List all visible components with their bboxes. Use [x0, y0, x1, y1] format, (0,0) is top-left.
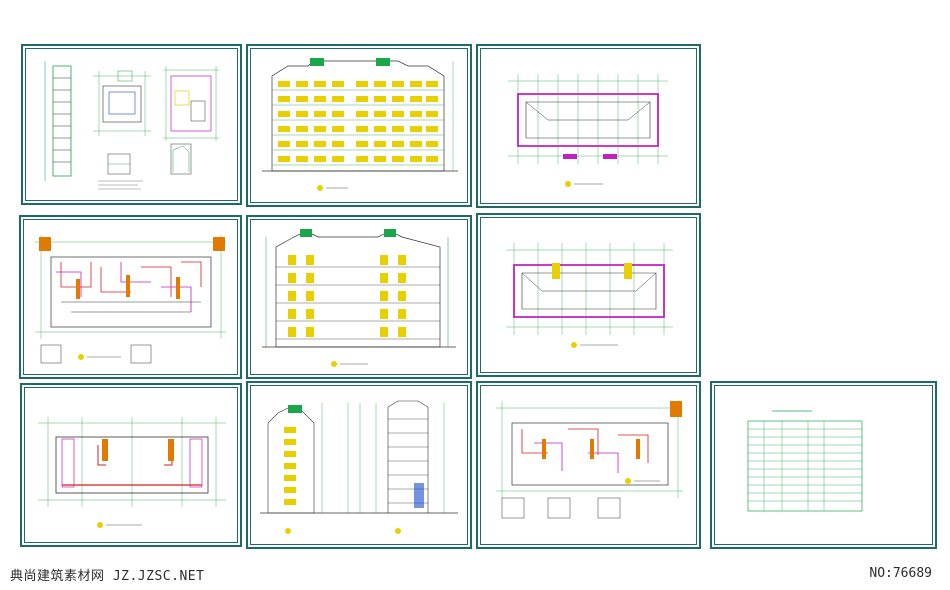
sheet-floor-plan-b[interactable]	[476, 381, 701, 549]
index-table-drawing	[747, 410, 863, 512]
roof-plan-b-drawing	[506, 243, 673, 348]
rear-elevation-drawing	[262, 229, 456, 367]
floor-plan-b-drawing	[496, 401, 683, 519]
sheet-details[interactable]	[21, 44, 242, 205]
sheet-floor-plan-a[interactable]	[19, 215, 242, 379]
sheet-side-section[interactable]	[246, 381, 472, 549]
floor-plan-a-drawing	[35, 235, 226, 364]
sheet-rear-elevation[interactable]	[246, 215, 472, 379]
ground-plan-drawing	[38, 417, 226, 528]
drawing-number: NO:76689	[869, 566, 932, 581]
sheet-index-table[interactable]	[710, 381, 937, 549]
front-elevation-drawing	[262, 58, 458, 191]
watermark-site-name: 典尚建筑素材网 JZ.JZSC.NET	[10, 569, 205, 584]
details-drawing	[44, 61, 219, 190]
side-section-drawing	[260, 400, 458, 534]
roof-plan-drawing	[508, 74, 668, 187]
sheet-front-elevation[interactable]	[246, 44, 472, 207]
sheet-roof-plan[interactable]	[476, 44, 701, 208]
sheet-roof-plan-b[interactable]	[476, 213, 701, 377]
sheet-ground-plan[interactable]	[20, 383, 242, 547]
